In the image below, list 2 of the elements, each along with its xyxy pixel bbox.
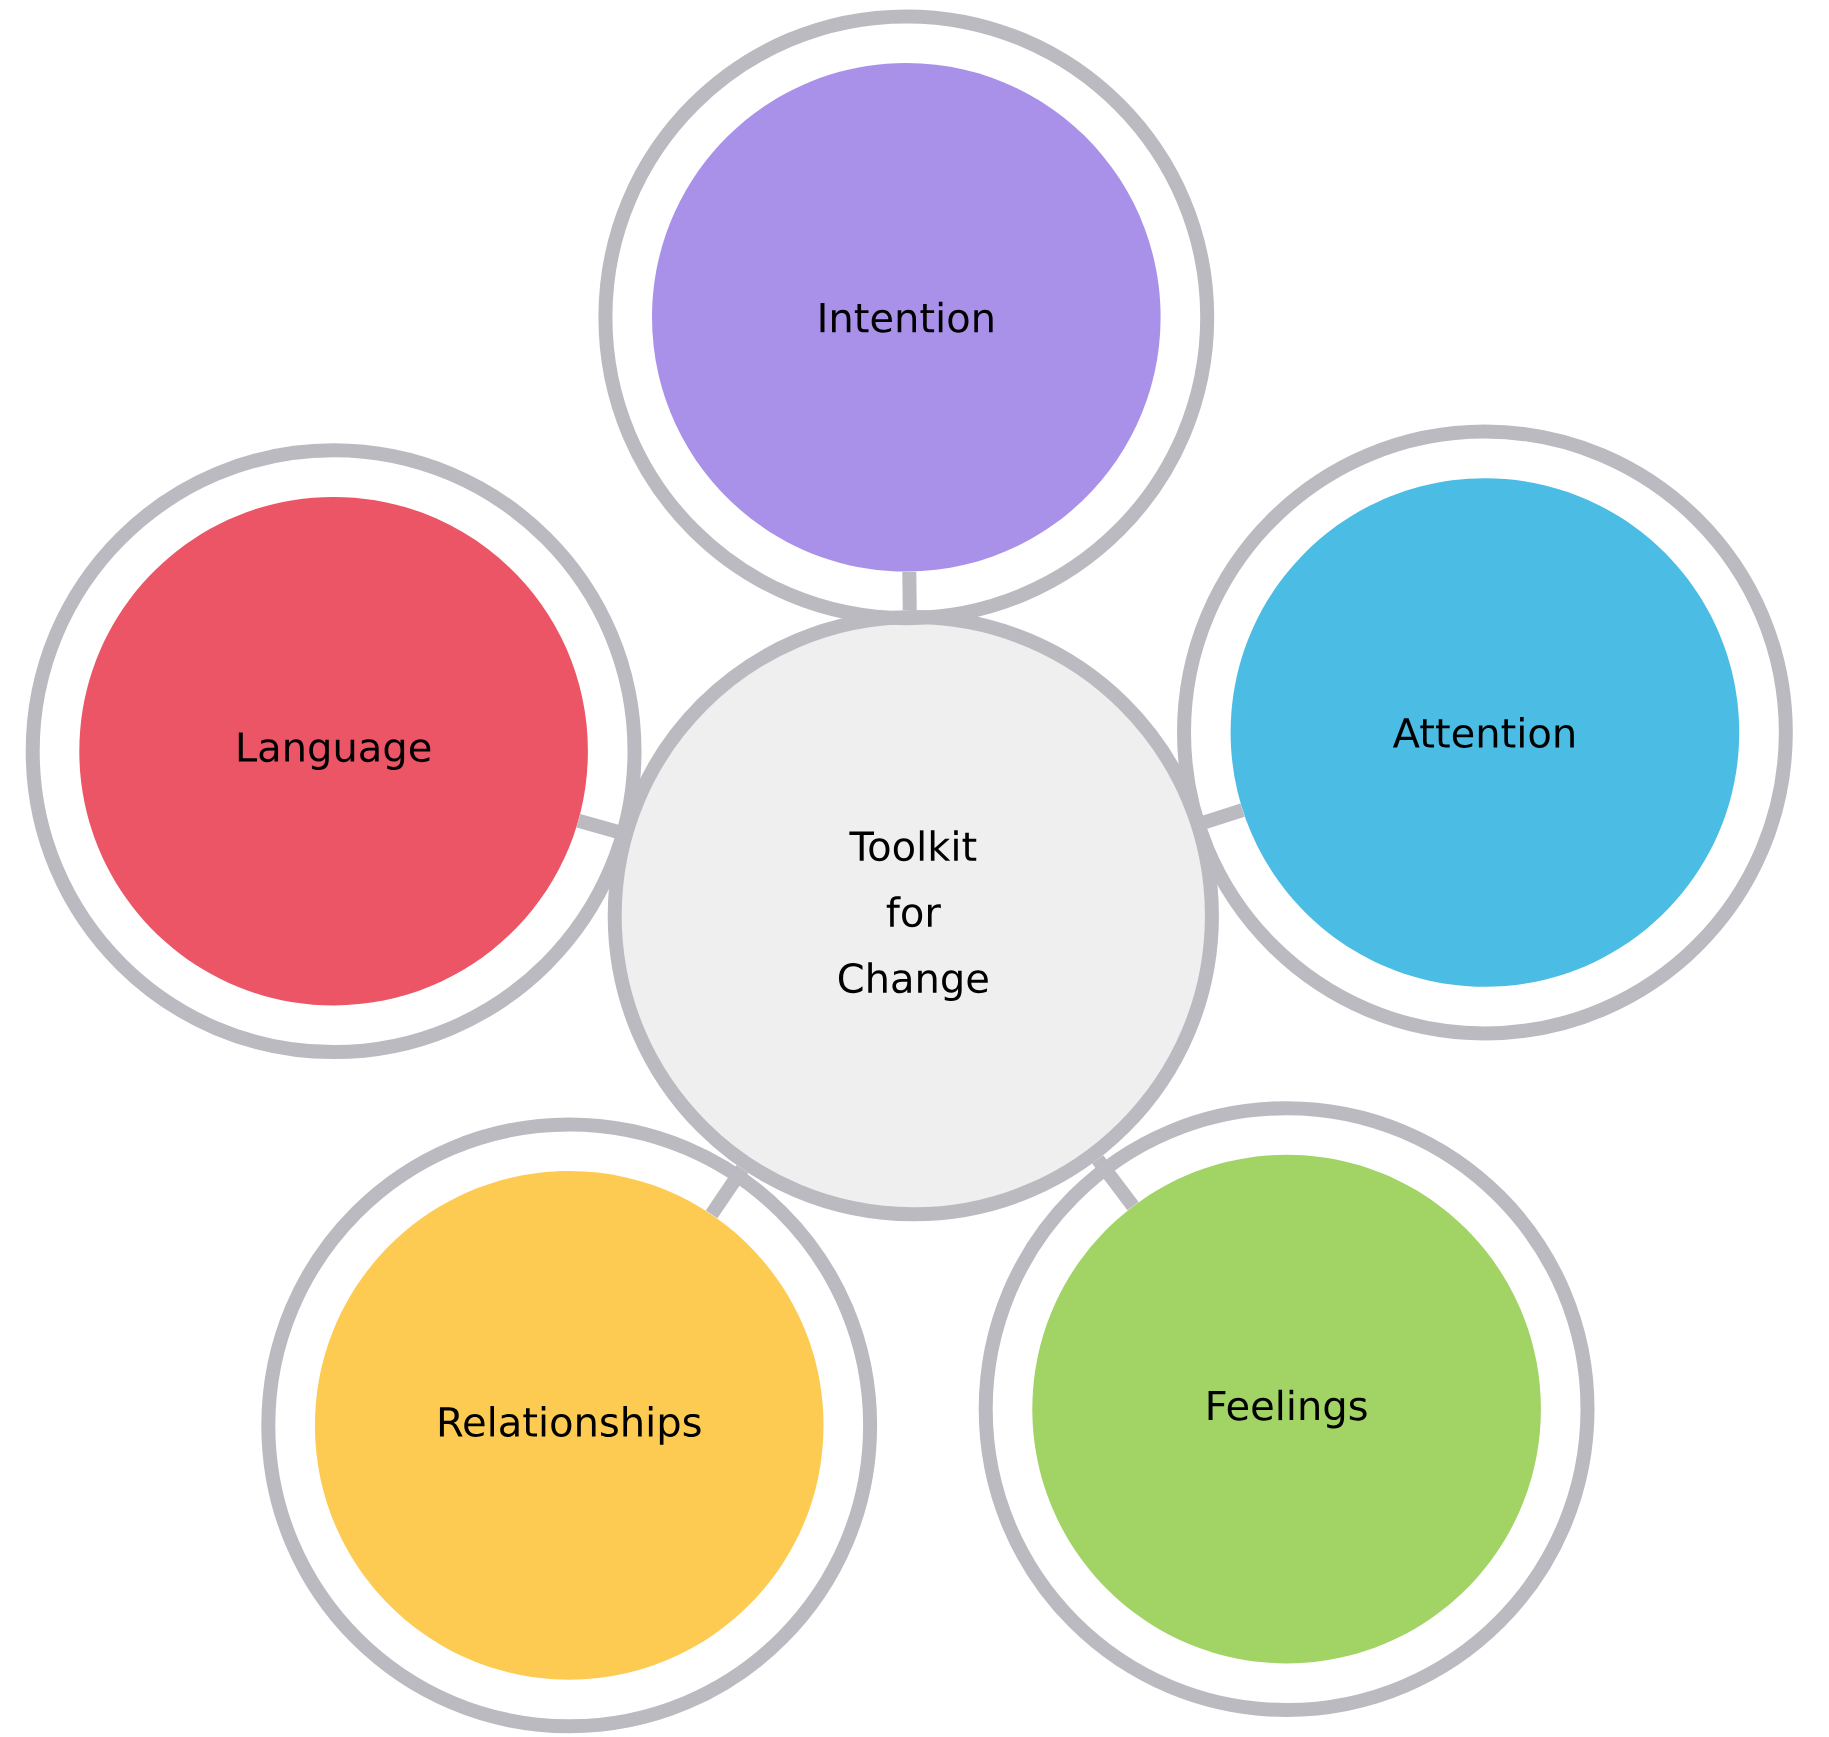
connector-line bbox=[902, 571, 917, 611]
connector-line bbox=[1202, 803, 1245, 830]
